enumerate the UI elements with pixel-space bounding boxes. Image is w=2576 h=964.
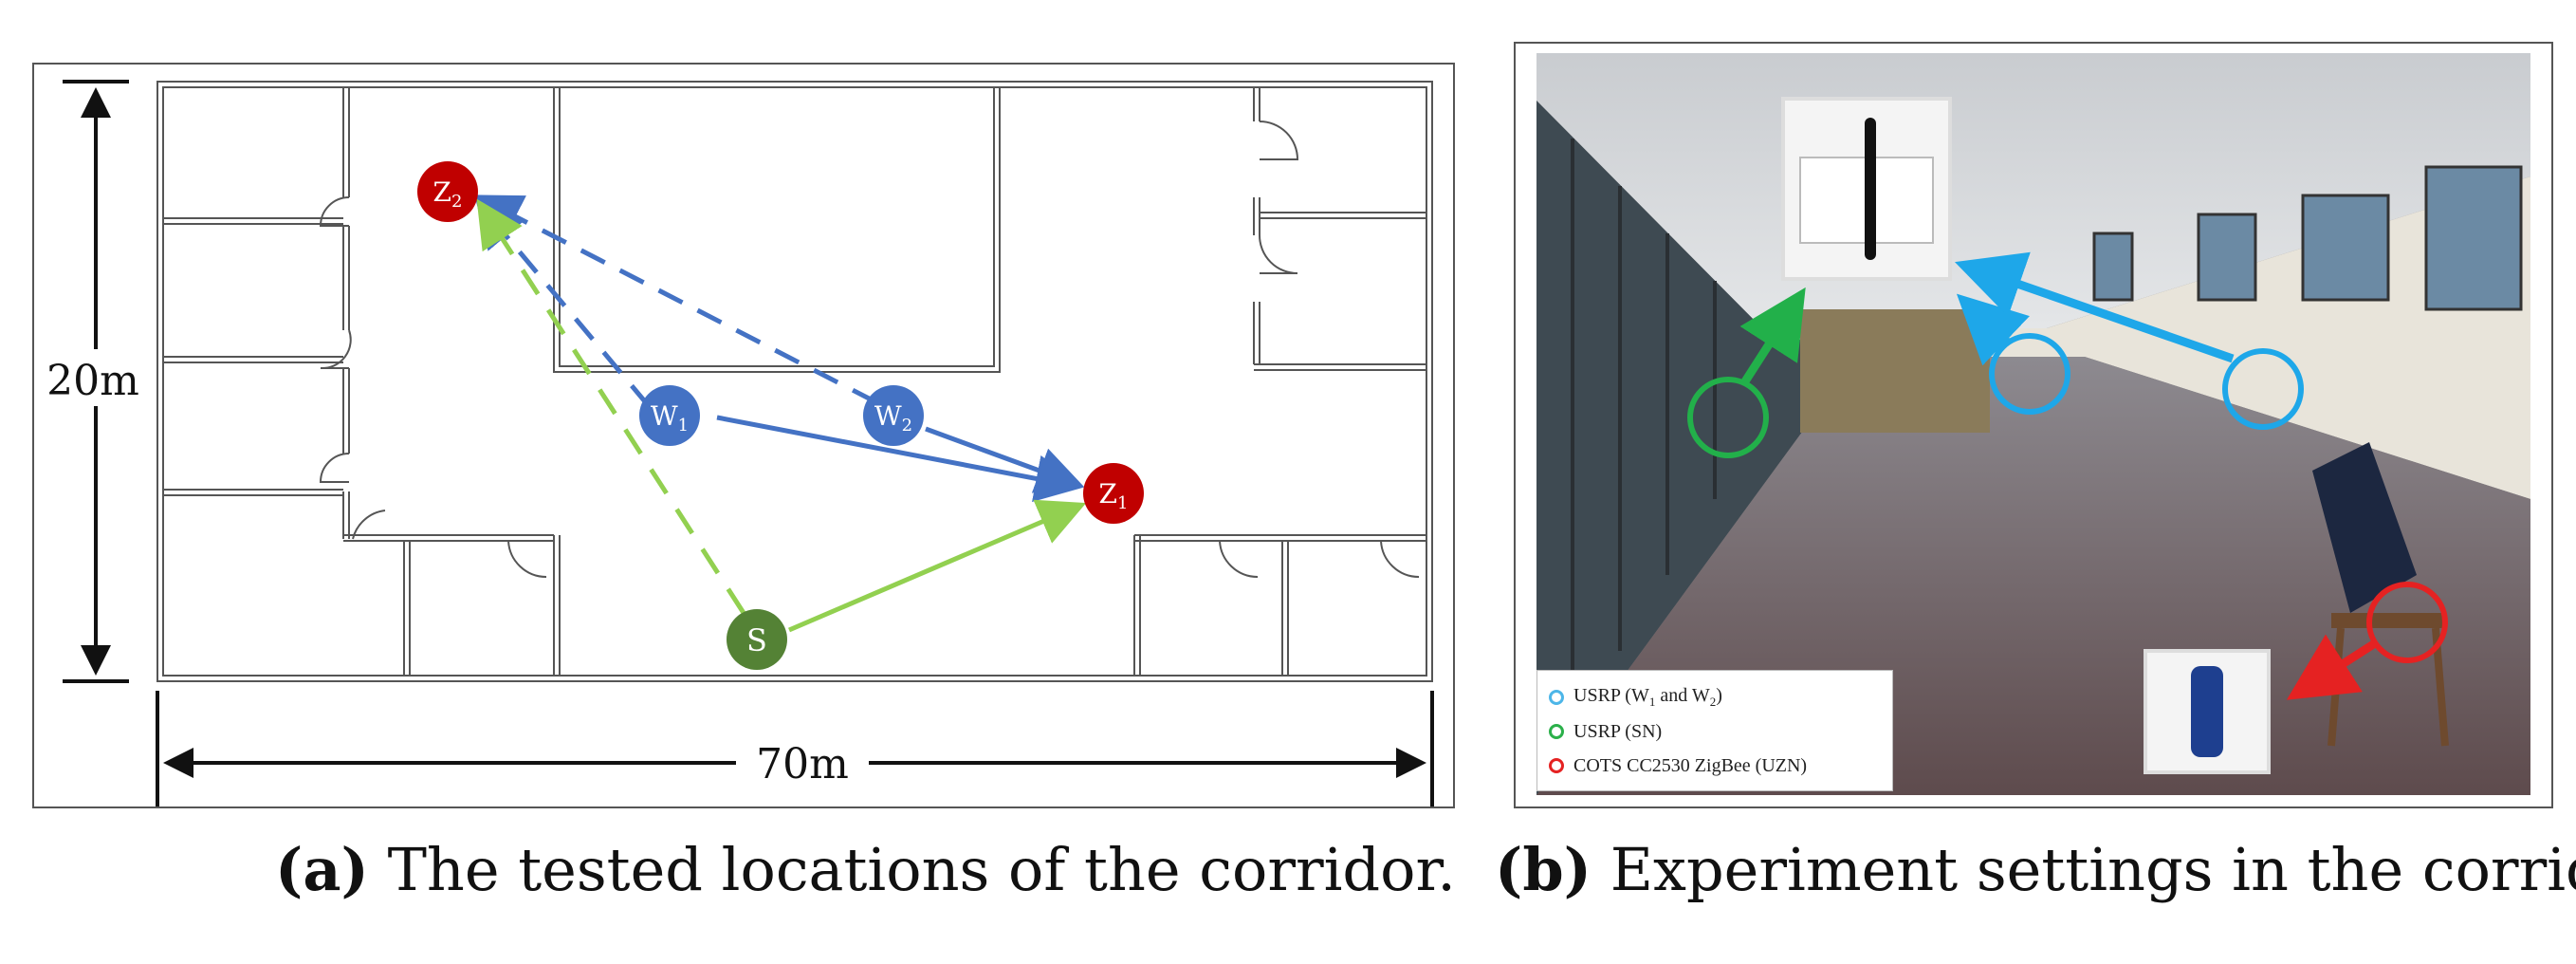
legend-item-zigbee: COTS CC2530 ZigBee (UZN) (1549, 749, 1881, 783)
link-w2-z2 (473, 195, 878, 405)
node-s: S (727, 609, 787, 670)
floor-plan-panel: 20m 70m Z2 W1 W2 Z1 S (32, 63, 1455, 808)
stool (2331, 613, 2445, 628)
node-w1: W1 (639, 385, 700, 446)
node-w2: W2 (863, 385, 924, 446)
caption-b-tag: (b) (1495, 835, 1592, 904)
links (473, 195, 1087, 633)
link-s-z1 (788, 499, 1087, 633)
floor-plan-svg: 20m 70m Z2 W1 W2 Z1 S (44, 80, 1434, 806)
svg-text:W2: W2 (874, 400, 912, 436)
caption-a: (a) The tested locations of the corridor… (275, 835, 1456, 904)
svg-text:Z1: Z1 (1099, 478, 1129, 513)
dimension-arrows (63, 80, 1434, 806)
link-w1-z1 (716, 415, 1083, 503)
caption-b: (b) Experiment settings in the corridor. (1495, 835, 2576, 904)
legend-item-usrp-sn: USRP (SN) (1549, 714, 1881, 749)
antenna (1865, 118, 1876, 260)
legend-item-usrp-w: USRP (W1 and W2) (1549, 680, 1881, 714)
arrow-uzn (2286, 634, 2378, 700)
width-label: 70m (756, 740, 849, 788)
caption-a-tag: (a) (275, 835, 369, 904)
node-z2: Z2 (417, 161, 478, 222)
walls (156, 81, 1433, 682)
legend-ring-blue (1549, 690, 1564, 705)
caption-a-text: The tested locations of the corridor. (387, 835, 1456, 904)
link-s-z2 (476, 198, 746, 615)
w2-ring (2222, 348, 2304, 430)
arrow-sn (1739, 287, 1806, 384)
photo-legend: USRP (W1 and W2) USRP (SN) COTS CC2530 Z… (1536, 670, 1893, 791)
height-label: 20m (46, 357, 139, 405)
far-door (1800, 309, 1990, 433)
sn-ring (1687, 377, 1769, 458)
svg-text:W1: W1 (651, 400, 689, 436)
window-frames (1571, 139, 1717, 727)
uzn-ring (2366, 582, 2448, 663)
right-windows (2092, 165, 2523, 311)
link-w1-z2 (475, 199, 651, 408)
arrow-w2 (1954, 251, 2235, 363)
node-z1: Z1 (1083, 463, 1144, 524)
legend-ring-red (1549, 758, 1564, 773)
w1-ring (1989, 333, 2070, 415)
svg-text:Z2: Z2 (433, 176, 463, 212)
height-label-bg (44, 349, 148, 406)
svg-text:S: S (746, 622, 767, 658)
link-w2-z1 (925, 426, 1085, 493)
doors (319, 120, 1420, 579)
left-windows (1536, 101, 1857, 795)
legend-ring-green (1549, 724, 1564, 739)
zigbee-dongle (2191, 666, 2223, 757)
caption-b-text: Experiment settings in the corridor. (1610, 835, 2576, 904)
laptop (2312, 442, 2417, 613)
